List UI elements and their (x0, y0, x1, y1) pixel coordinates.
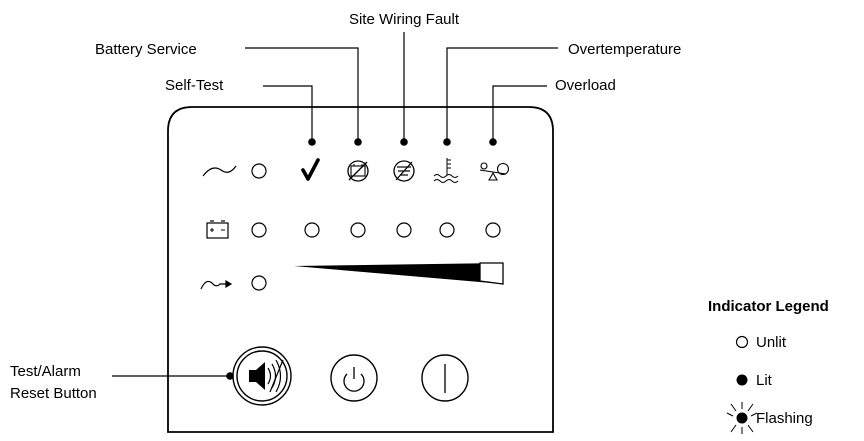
self-test-label: Self-Test (165, 77, 224, 94)
overtemperature-label: Overtemperature (568, 41, 681, 58)
bar-graph-leds (304, 222, 501, 238)
speaker-icon (249, 362, 265, 390)
bypass-indicator-led (251, 275, 267, 291)
front-panel-outline (167, 106, 554, 433)
bar-graph-led-1 (304, 222, 320, 238)
battery-service-icon (347, 160, 369, 182)
site-wiring-fault-leader-dot (400, 138, 408, 146)
self-test-leader-dot (308, 138, 316, 146)
battery-service-leader (245, 47, 359, 142)
load-bar-graph (294, 262, 504, 285)
test-alarm-label-line1: Test/Alarm (10, 363, 81, 380)
self-test-leader (263, 85, 313, 142)
legend-lit-label: Lit (756, 372, 773, 389)
battery-icon (206, 220, 229, 239)
leader-dots (226, 138, 497, 380)
overload-leader-dot (489, 138, 497, 146)
bar-graph-led-3 (396, 222, 412, 238)
legend-flashing-label: Flashing (756, 410, 813, 427)
bar-graph-led-4 (439, 222, 455, 238)
battery-service-label: Battery Service (95, 41, 197, 58)
test-alarm-reset-button[interactable] (232, 346, 292, 406)
reset-button-label-line2: Reset Button (10, 385, 97, 402)
bar-graph-led-5 (485, 222, 501, 238)
legend-title: Indicator Legend (708, 298, 829, 315)
battery-indicator-led (251, 222, 267, 238)
check-icon (301, 158, 320, 181)
site-wiring-fault-label: Site Wiring Fault (349, 11, 460, 28)
battery-service-leader-dot (354, 138, 362, 146)
test-alarm-leader-dot (226, 372, 234, 380)
off-button[interactable] (330, 354, 378, 402)
overload-icon (479, 162, 510, 181)
power-off-icon (343, 373, 365, 392)
overload-label: Overload (555, 77, 616, 94)
bar-graph-led-2 (350, 222, 366, 238)
lit-indicator-icon (736, 374, 748, 386)
legend-unlit-label: Unlit (756, 334, 787, 351)
sine-wave-icon (202, 165, 237, 177)
online-indicator-led (251, 163, 267, 179)
overtemperature-icon (433, 158, 459, 183)
site-wiring-fault-icon (393, 160, 415, 182)
bypass-icon (200, 279, 233, 290)
on-button[interactable] (421, 354, 469, 402)
overtemperature-leader-dot (443, 138, 451, 146)
unlit-indicator-icon (735, 335, 749, 349)
overload-leader (492, 85, 547, 142)
callout-leaders (112, 32, 558, 377)
overtemperature-leader (446, 47, 558, 142)
flashing-indicator-icon (726, 402, 758, 434)
